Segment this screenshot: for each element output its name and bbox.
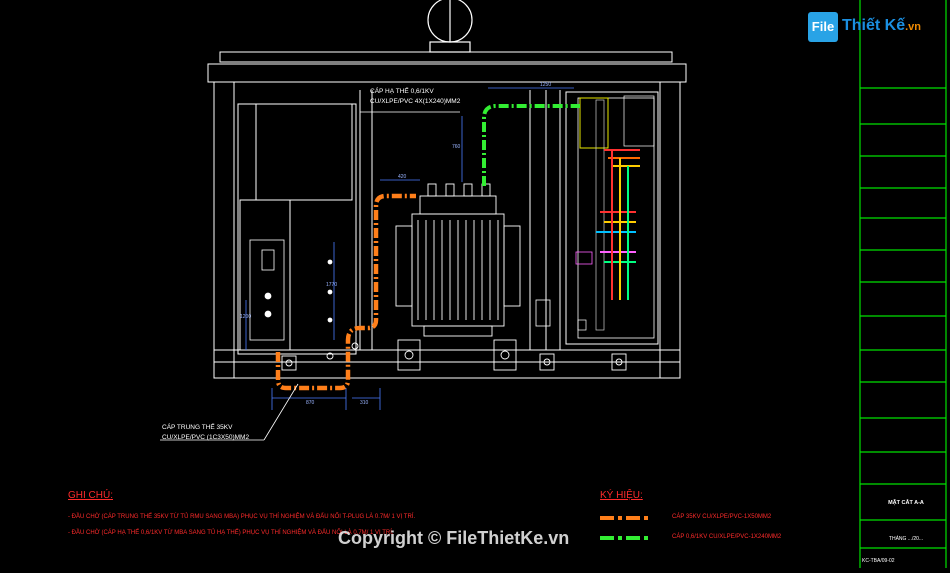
mv-cable-path	[275, 193, 416, 391]
dim-310: 310	[360, 400, 369, 406]
notes-title: GHI CHÚ:	[68, 490, 113, 501]
site-logo: File Thiết Kế.vn	[808, 12, 928, 42]
logo-domain: .vn	[905, 21, 922, 33]
mv-cable-callout-line2: CU/XLPE/PVC (1C3X50)MM2	[162, 434, 250, 441]
logo-file-icon: File	[808, 12, 838, 42]
rmu-panel	[249, 239, 333, 341]
legend-title: KÝ HIỆU:	[600, 490, 643, 501]
drawing-title: MẶT CẮT A-A	[888, 500, 924, 506]
transformer	[395, 183, 521, 371]
logo-site: Thiết Kế	[842, 17, 906, 34]
title-block-frame	[859, 0, 947, 568]
legend-mv-label: CÁP 35KV CU/XLPE/PVC-1X50MM2	[672, 514, 772, 520]
lv-cable-callout-line1: CÁP HẠ THẾ 0,6/1KV	[370, 88, 434, 95]
dim-420: 420	[398, 174, 407, 180]
compartment-dividers	[237, 90, 659, 355]
drawing-date: THÁNG .../20...	[888, 536, 924, 542]
notes-line1: - ĐẦU CHỜ (CÁP TRUNG THẾ 35KV TỪ TỦ RMU …	[68, 514, 416, 520]
legend-lv-label: CÁP 0,6/1KV CU/XLPE/PVC-1X240MM2	[672, 534, 782, 540]
foundation-supports	[281, 342, 627, 371]
notes-line2: - ĐẦU CHỜ (CÁP HẠ THẾ 0,6/1KV TỪ MBA SAN…	[68, 530, 394, 536]
dim-870: 870	[306, 400, 315, 406]
logo-wordmark: Thiết Kế.vn	[842, 17, 921, 35]
dim-1250: 1250	[540, 82, 552, 88]
copyright-watermark: Copyright © FileThietKe.vn	[338, 528, 570, 548]
lv-cable-callout-line2: CU/XLPE/PVC 4X(1X240)MM2	[370, 98, 461, 105]
dimension-lines	[160, 87, 574, 441]
lv-cable-path	[482, 104, 580, 186]
top-insulator	[427, 0, 473, 53]
drawing-code: KC-TBA/09-02	[862, 558, 895, 564]
lv-switchboard	[535, 95, 655, 339]
mv-cable-callout-line1: CÁP TRUNG THẾ 35KV	[162, 424, 233, 431]
dim-1770: 1770	[326, 282, 338, 288]
dim-1200: 1200	[240, 314, 252, 320]
dim-760: 760	[452, 144, 461, 150]
